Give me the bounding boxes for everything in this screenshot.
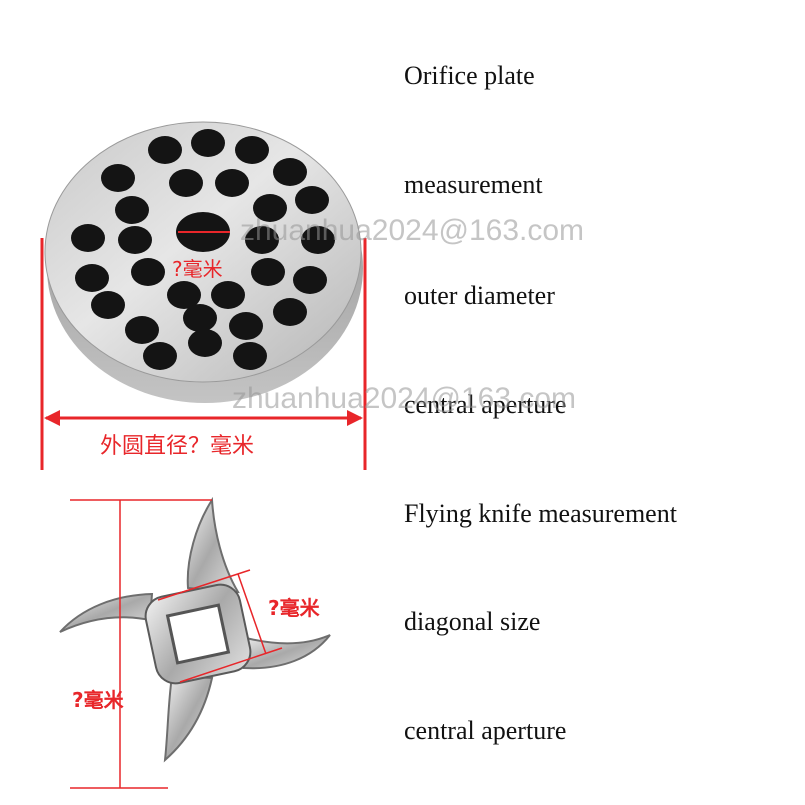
measurement-label: measurement — [404, 170, 543, 199]
plate-hole — [167, 281, 201, 309]
plate-hole — [131, 258, 165, 286]
plate-hole — [115, 196, 149, 224]
diagonal-size-label: ?毫米 — [268, 596, 321, 620]
plate-hole — [253, 194, 287, 222]
plate-hole — [235, 136, 269, 164]
outer-diameter-arrow-right — [347, 410, 363, 426]
plate-hole — [71, 224, 105, 252]
plate-hole — [118, 226, 152, 254]
plate-hole — [125, 316, 159, 344]
plate-hole — [233, 342, 267, 370]
flying-knife-illustration: ?毫米 ?毫米 — [59, 496, 331, 789]
blade-bottom — [163, 674, 214, 763]
plate-hole — [143, 342, 177, 370]
plate-hole — [273, 298, 307, 326]
diagonal-size-text: diagonal size — [404, 607, 541, 636]
center-hole-size-label: ?毫米 — [172, 257, 223, 281]
knife-square-aperture — [165, 603, 231, 665]
central-aperture-label: central aperture — [404, 390, 567, 419]
outer-diameter-arrow-left — [44, 410, 60, 426]
blade-left — [59, 592, 154, 633]
plate-hole — [251, 258, 285, 286]
plate-hole — [245, 226, 279, 254]
plate-hole — [301, 226, 335, 254]
orifice-plate-heading: Orifice plate — [404, 61, 535, 90]
knife-blades — [59, 496, 331, 763]
plate-hole — [191, 129, 225, 157]
diagonal-extension-top — [157, 569, 251, 601]
flying-knife-heading: Flying knife measurement — [404, 499, 677, 528]
plate-hole — [293, 266, 327, 294]
knife-central-aperture-label: central aperture — [404, 716, 567, 745]
diagonal-extension-bottom — [179, 647, 283, 683]
plate-hole — [183, 304, 217, 332]
watermark-lower: zhuanhua2024@163.com — [232, 382, 577, 415]
plate-hole — [295, 186, 329, 214]
plate-hole — [273, 158, 307, 186]
plate-hole — [75, 264, 109, 292]
blade-top — [186, 496, 240, 594]
plate-hole — [169, 169, 203, 197]
plate-hole — [101, 164, 135, 192]
height-size-label: ?毫米 — [72, 688, 125, 712]
plate-hole — [188, 329, 222, 357]
outer-diameter-label: outer diameter — [404, 281, 555, 310]
orifice-plate-illustration: ?毫米 外圆直径？毫米 — [40, 121, 367, 470]
watermark-upper: zhuanhua2024@163.com — [240, 214, 585, 247]
blade-right — [242, 634, 331, 670]
plate-hole — [229, 312, 263, 340]
plate-hole — [211, 281, 245, 309]
plate-hole — [215, 169, 249, 197]
plate-hole — [91, 291, 125, 319]
plate-holes — [71, 129, 335, 370]
plate-hole — [148, 136, 182, 164]
diagonal-dimension-line — [237, 573, 267, 655]
outer-diameter-size-label: 外圆直径？毫米 — [100, 434, 254, 459]
